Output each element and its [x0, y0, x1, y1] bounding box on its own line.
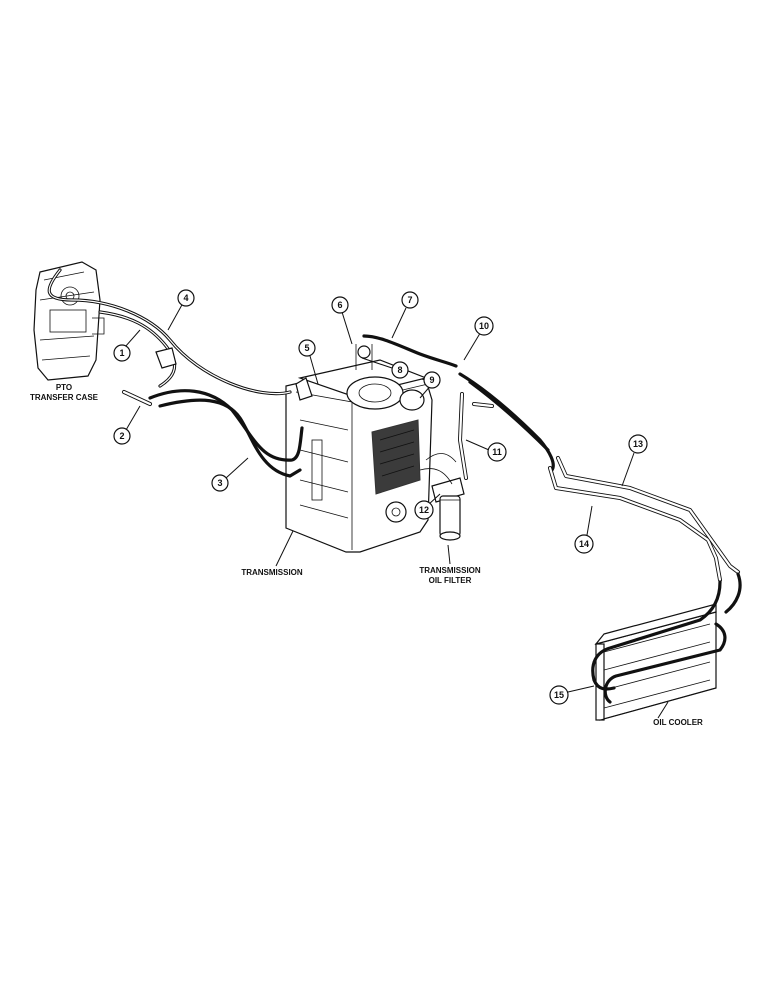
svg-text:3: 3 [217, 478, 222, 488]
leader-lines [124, 302, 669, 719]
svg-text:9: 9 [429, 375, 434, 385]
svg-text:5: 5 [304, 343, 309, 353]
svg-text:13: 13 [633, 439, 643, 449]
callout-15: 15 [549, 685, 569, 705]
label-filter-line2: OIL FILTER [429, 576, 472, 585]
callout-3: 3 [211, 474, 229, 492]
callout-9: 9 [423, 371, 441, 389]
label-transmission: TRANSMISSION [241, 568, 303, 577]
svg-text:7: 7 [407, 295, 412, 305]
svg-text:14: 14 [579, 539, 589, 549]
callout-2: 2 [113, 427, 131, 445]
label-transfer-case: TRANSFER CASE [30, 393, 99, 402]
svg-text:15: 15 [554, 690, 564, 700]
callout-1: 1 [113, 344, 131, 362]
callout-6: 6 [331, 296, 349, 314]
transmission-body [285, 344, 433, 553]
label-filter-line1: TRANSMISSION [419, 566, 481, 575]
callout-7: 7 [401, 291, 419, 309]
callout-12: 12 [414, 500, 434, 520]
pto-transfer-case [33, 261, 105, 381]
callout-13: 13 [628, 434, 648, 454]
callout-10: 10 [474, 316, 494, 336]
svg-text:10: 10 [479, 321, 489, 331]
svg-text:11: 11 [492, 447, 502, 457]
callout-11: 11 [487, 442, 507, 462]
svg-text:6: 6 [337, 300, 342, 310]
callout-4: 4 [177, 289, 195, 307]
callout-14: 14 [574, 534, 594, 554]
svg-text:12: 12 [419, 505, 429, 515]
callout-8: 8 [391, 361, 409, 379]
label-pto: PTO [56, 383, 72, 392]
label-oil-cooler: OIL COOLER [653, 718, 703, 727]
transmission-oil-filter [431, 477, 465, 541]
hoses [47, 268, 742, 704]
svg-text:1: 1 [119, 348, 124, 358]
svg-text:8: 8 [397, 365, 402, 375]
svg-text:2: 2 [119, 431, 124, 441]
svg-text:4: 4 [183, 293, 188, 303]
callout-5: 5 [298, 339, 316, 357]
